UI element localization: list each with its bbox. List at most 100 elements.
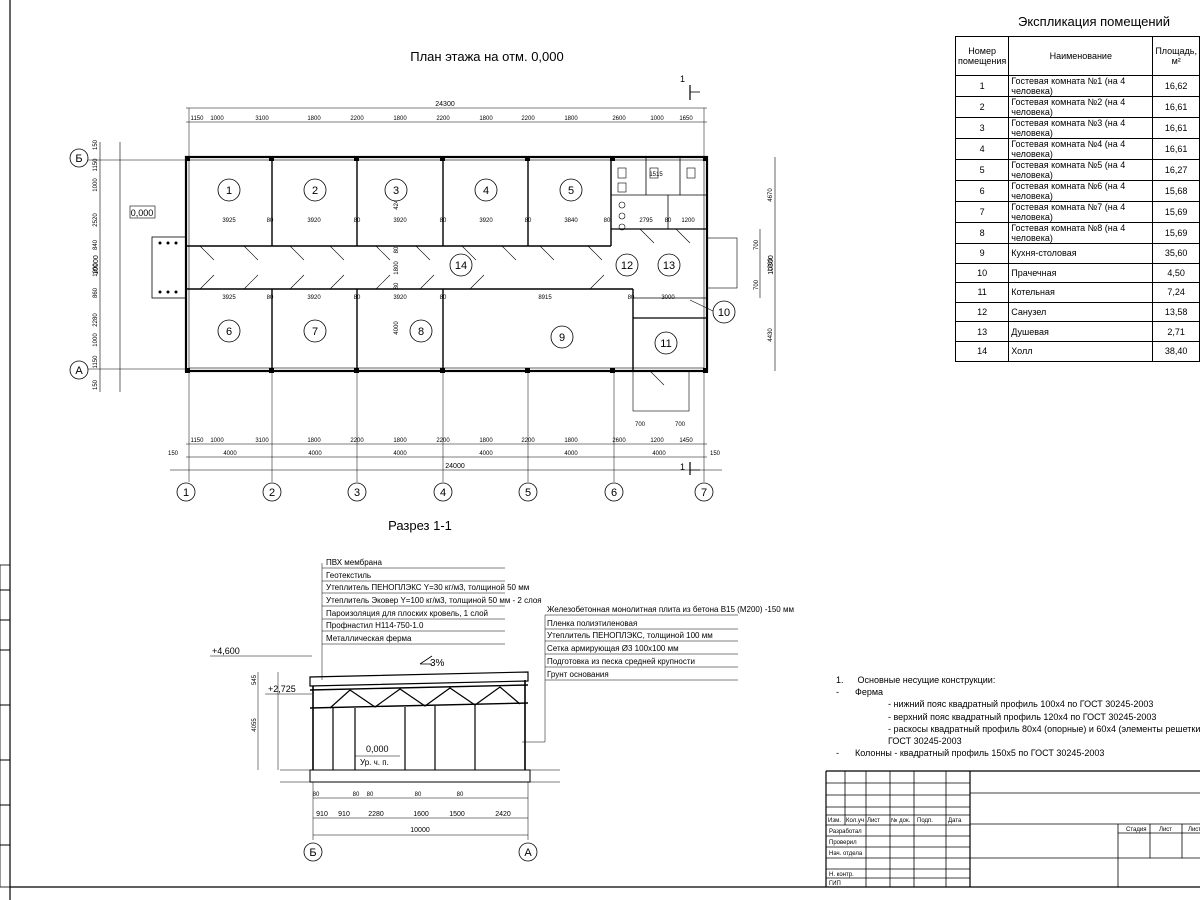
dim-inner-up-7: 80 — [525, 218, 532, 224]
axis-number-2: 2 — [269, 487, 275, 499]
sec-axis-b: Б — [309, 847, 316, 859]
sec-axis-a-circle — [518, 842, 538, 862]
room-name: Гостевая комната №6 (на 4 человека) — [1008, 180, 1154, 202]
axis-number-2-circle — [262, 482, 282, 502]
dim-inner-low-6: 8915 — [538, 295, 552, 301]
dim-axis-3: 4000 — [479, 451, 493, 457]
roof-layer-3: Утеплитель Эковер Y=100 кг/м3, толщиной … — [326, 596, 542, 605]
dim-left-1: 1150 — [93, 158, 99, 172]
level-zero: 0,000 — [366, 744, 389, 754]
dim-inner-low-1: 80 — [267, 295, 274, 301]
dim-inner-up-10: 2795 — [639, 218, 653, 224]
dim-left-0: 150 — [93, 139, 99, 150]
room-number: 8 — [954, 222, 1010, 244]
section-mark-top: 1 — [680, 74, 685, 84]
stamp-header-3: № док. — [891, 817, 911, 824]
dim-inner-up-12: 1200 — [681, 218, 695, 224]
dim-top-12: 1650 — [679, 116, 693, 122]
room-number: 6 — [954, 180, 1010, 202]
dim-inner-low-4: 3920 — [393, 295, 407, 301]
dim-inner-up-3: 80 — [354, 218, 361, 224]
dim-bottom-0: 1150 — [191, 438, 205, 444]
room-name: Гостевая комната №2 (на 4 человека) — [1008, 96, 1154, 118]
room-number-7-circle — [303, 319, 327, 343]
axis-letter-a-circle — [69, 360, 89, 380]
room-number: 2 — [954, 96, 1010, 118]
axis-letter-b-circle — [69, 148, 89, 168]
floor-layer-2: Утеплитель ПЕНОПЛЭКС, толщиной 100 мм — [547, 631, 713, 640]
room-name: Кухня-столовая — [1008, 243, 1154, 264]
room-number: 3 — [954, 117, 1010, 139]
sec-dim-top-4: 80 — [457, 792, 464, 798]
dim-vert-1: 80 — [394, 246, 400, 253]
dim-bottom-12: 1450 — [679, 438, 693, 444]
axis-number-6-circle — [604, 482, 624, 502]
floor-layer-5: Грунт основания — [547, 670, 609, 679]
roof-layer-0: ПВХ мембрана — [326, 558, 383, 567]
dim-left-2: 1000 — [93, 178, 99, 192]
room-number-14-circle — [449, 253, 473, 277]
plan-title: План этажа на отм. 0,000 — [410, 49, 564, 64]
dim-bottom-10: 2600 — [612, 438, 626, 444]
room-name: Гостевая комната №1 (на 4 человека) — [1008, 75, 1154, 97]
room-number-10: 10 — [718, 307, 730, 319]
axis-number-3-circle — [347, 482, 367, 502]
dim-inner-low-8: 3000 — [661, 295, 675, 301]
axis-number-7-circle — [694, 482, 714, 502]
explication-title: Экспликация помещений — [1018, 14, 1171, 29]
sec-dim-3: 1600 — [413, 811, 429, 818]
dim-bottom-1: 1000 — [210, 438, 224, 444]
axis-number-1: 1 — [183, 487, 189, 499]
room-number: 14 — [954, 340, 1010, 362]
dim-inner-low-5: 80 — [440, 295, 447, 301]
dim-inner-low-2: 3920 — [307, 295, 321, 301]
dim-left-5: 1200 — [93, 263, 99, 277]
room-number: 4 — [954, 138, 1010, 160]
floor-layer-0: Железобетонная монолитная плита из бетон… — [547, 605, 794, 614]
room-number-9: 9 — [559, 332, 565, 344]
room-number-4: 4 — [483, 185, 489, 197]
dim-top-2: 3100 — [255, 116, 269, 122]
structural-notes: 1.Основные несущие конструкции: -Ферма -… — [836, 674, 1200, 759]
dim-bottom-11: 1200 — [650, 438, 664, 444]
room-area: 15,68 — [1152, 180, 1200, 202]
room-number: 7 — [954, 201, 1010, 223]
stamp-header-2: Лист — [867, 818, 880, 824]
dim-inner-up-11: 80 — [665, 218, 672, 224]
note-line-3: - раскосы квадратный профиль 80х4 (опорн… — [888, 723, 1200, 734]
dim-top-3: 1800 — [307, 116, 321, 122]
stamp-right-0: Стадия — [1126, 827, 1146, 833]
room-number-14: 14 — [455, 260, 467, 272]
stamp-header-4: Подп. — [917, 818, 933, 824]
room-number-8: 8 — [418, 326, 424, 338]
note-columns: Колонны - квадратный профиль 150х5 по ГО… — [855, 748, 1105, 759]
room-number-1-circle — [217, 178, 241, 202]
dim-small-0: 700 — [635, 422, 646, 428]
dim-left-8: 1000 — [93, 333, 99, 347]
room-name: Холл — [1008, 340, 1154, 362]
dim-left-6: 860 — [93, 287, 99, 298]
stamp-row-0: Разработал — [829, 829, 862, 835]
dim-vert-4: 4000 — [394, 321, 400, 335]
room-area: 16,61 — [1152, 96, 1200, 118]
dim-top-1: 1000 — [210, 116, 224, 122]
dim-bottom-6: 2200 — [436, 438, 450, 444]
sec-axis-b-circle — [303, 842, 323, 862]
axis-number-7: 7 — [701, 487, 707, 499]
slope-mark — [419, 655, 433, 665]
room-area: 16,27 — [1152, 159, 1200, 181]
axis-number-4: 4 — [440, 487, 446, 499]
sec-dim-0: 910 — [316, 811, 328, 818]
room-number-8-circle — [409, 319, 433, 343]
level-label: Ур. ч. п. — [360, 758, 389, 767]
level-top: +4,600 — [212, 646, 240, 656]
dim-inner-up-4: 3920 — [393, 218, 407, 224]
room-number-11: 11 — [660, 338, 671, 350]
dim-left-4: 840 — [93, 239, 99, 250]
